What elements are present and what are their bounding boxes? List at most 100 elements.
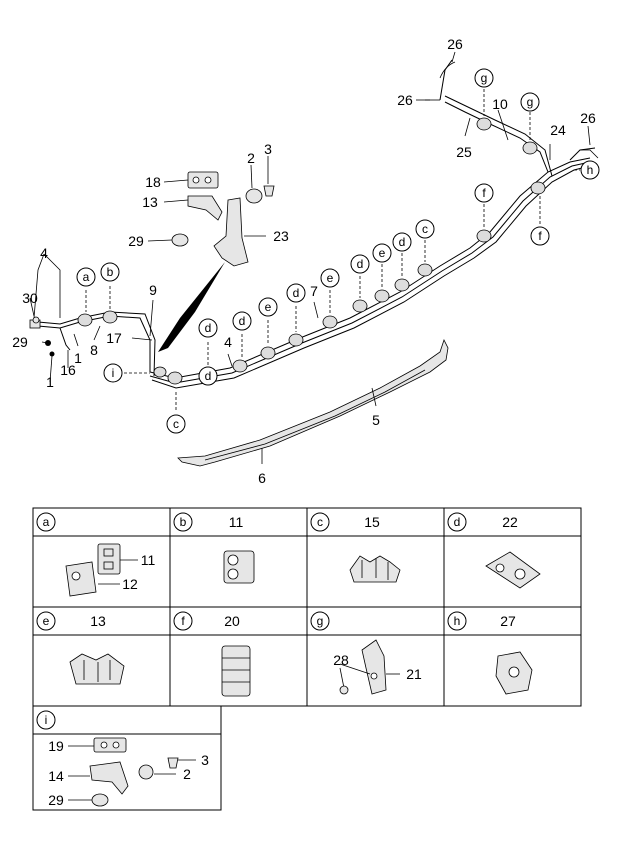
callout-g-3-text: g bbox=[481, 71, 488, 85]
callout-g-4-text: g bbox=[527, 95, 534, 109]
legend-part-number-h: 27 bbox=[500, 613, 516, 629]
callout-29-28-text: 29 bbox=[12, 334, 28, 350]
callout-29-40-text: 29 bbox=[128, 233, 144, 249]
legend-part-number-h-text: 27 bbox=[500, 613, 516, 629]
legend-i-part-29: 29 bbox=[48, 792, 64, 808]
callout-3-39: 3 bbox=[264, 141, 272, 157]
legend-part-number-d-text: 22 bbox=[502, 514, 518, 530]
callout-5-42: 5 bbox=[372, 412, 380, 428]
callout-1-30: 1 bbox=[74, 350, 82, 366]
legend-key-e-text: e bbox=[43, 614, 50, 628]
legend-key-g: g bbox=[310, 611, 330, 631]
legend-key-b-text: b bbox=[180, 515, 187, 529]
legend-i-part-29-text: 29 bbox=[48, 792, 64, 808]
callout-i-34: i bbox=[103, 363, 123, 383]
legend-i-part-14-text: 14 bbox=[48, 768, 64, 784]
legend-g-part-28-text: 28 bbox=[333, 652, 349, 668]
callout-c-35-text: c bbox=[173, 417, 179, 431]
callout-e-15-text: e bbox=[327, 271, 334, 285]
callout-d-20-text: d bbox=[205, 321, 212, 335]
legend-part-number-e: 13 bbox=[90, 613, 106, 629]
callout-e-15: e bbox=[320, 268, 340, 288]
legend-part-number-c: 15 bbox=[364, 514, 380, 530]
callout-b-25-text: b bbox=[107, 265, 114, 279]
callout-d-19: d bbox=[232, 311, 252, 331]
callout-1-30-text: 1 bbox=[74, 350, 82, 366]
callout-8-29-text: 8 bbox=[90, 342, 98, 358]
callout-d-16: d bbox=[286, 283, 306, 303]
callout-6-43-text: 6 bbox=[258, 470, 266, 486]
callout-2-38: 2 bbox=[247, 150, 255, 166]
legend-key-f-text: f bbox=[181, 614, 185, 628]
callout-17-33-text: 17 bbox=[106, 330, 122, 346]
legend-part-drawings bbox=[65, 543, 541, 807]
legend-i-part-2-text: 2 bbox=[183, 766, 191, 782]
callout-7-17: 7 bbox=[310, 283, 318, 299]
legend-key-c: c bbox=[310, 512, 330, 532]
callout-d-19-text: d bbox=[239, 314, 246, 328]
legend-i-part-3: 3 bbox=[201, 752, 209, 768]
callout-29-28: 29 bbox=[12, 334, 28, 350]
callout-e-13-text: e bbox=[379, 246, 386, 260]
callout-25-7-text: 25 bbox=[456, 144, 472, 160]
legend-a-part-11-text: 11 bbox=[141, 552, 156, 568]
legend-key-i: i bbox=[36, 710, 56, 730]
callout-e-18: e bbox=[258, 297, 278, 317]
callout-3-39-text: 3 bbox=[264, 141, 272, 157]
callout-16-31-text: 16 bbox=[60, 362, 76, 378]
legend-key-a: a bbox=[36, 512, 56, 532]
callout-4-26-text: 4 bbox=[40, 245, 48, 261]
legend-i-part-14: 14 bbox=[48, 768, 64, 784]
callout-c-11: c bbox=[415, 219, 435, 239]
legend-part-number-f-text: 20 bbox=[224, 613, 240, 629]
legend-key-f: f bbox=[173, 611, 193, 631]
callout-4-21-text: 4 bbox=[224, 334, 232, 350]
callout-d-20: d bbox=[198, 318, 218, 338]
legend-a-part-12: 12 bbox=[122, 576, 138, 592]
callout-26-1: 26 bbox=[397, 92, 413, 108]
callout-d-16-text: d bbox=[293, 286, 300, 300]
callout-24-6: 24 bbox=[550, 122, 566, 138]
callout-24-6-text: 24 bbox=[550, 122, 566, 138]
callout-g-3: g bbox=[474, 68, 494, 88]
callout-6-43: 6 bbox=[258, 470, 266, 486]
callout-d-12-text: d bbox=[399, 235, 406, 249]
legend-part-number-d: 22 bbox=[502, 514, 518, 530]
callout-d-14-text: d bbox=[357, 257, 364, 271]
callout-a-24: a bbox=[76, 267, 96, 287]
callout-10-5-text: 10 bbox=[492, 96, 508, 112]
callout-10-5: 10 bbox=[492, 96, 508, 112]
bracket-group-drawing bbox=[158, 171, 275, 352]
callout-1-32-text: 1 bbox=[46, 374, 54, 390]
callout-26-0: 26 bbox=[447, 36, 463, 52]
callout-h-8: h bbox=[580, 160, 600, 180]
legend-part-number-b: 11 bbox=[229, 514, 244, 530]
callout-16-31: 16 bbox=[60, 362, 76, 378]
legend-grid bbox=[32, 507, 582, 811]
callout-17-33: 17 bbox=[106, 330, 122, 346]
legend-key-d-text: d bbox=[454, 515, 461, 529]
legend-i-part-3-text: 3 bbox=[201, 752, 209, 768]
callout-25-7: 25 bbox=[456, 144, 472, 160]
callout-c-11-text: c bbox=[422, 222, 428, 236]
callout-18-36-text: 18 bbox=[145, 174, 161, 190]
callout-2-38-text: 2 bbox=[247, 150, 255, 166]
legend-g-part-21: 21 bbox=[406, 666, 422, 682]
legend-key-h: h bbox=[447, 611, 467, 631]
callout-8-29: 8 bbox=[90, 342, 98, 358]
legend-a-part-11: 11 bbox=[141, 552, 156, 568]
callout-1-32: 1 bbox=[46, 374, 54, 390]
callout-18-36: 18 bbox=[145, 174, 161, 190]
callout-9-23: 9 bbox=[149, 282, 157, 298]
legend-g-part-21-text: 21 bbox=[406, 666, 422, 682]
callout-26-2-text: 26 bbox=[580, 110, 596, 126]
callout-f-10-text: f bbox=[538, 229, 542, 243]
callout-23-41-text: 23 bbox=[273, 228, 289, 244]
callout-g-4: g bbox=[520, 92, 540, 112]
callout-c-35: c bbox=[166, 414, 186, 434]
callout-b-25: b bbox=[100, 262, 120, 282]
legend-g-part-28: 28 bbox=[333, 652, 349, 668]
callout-7-17-text: 7 bbox=[310, 283, 318, 299]
